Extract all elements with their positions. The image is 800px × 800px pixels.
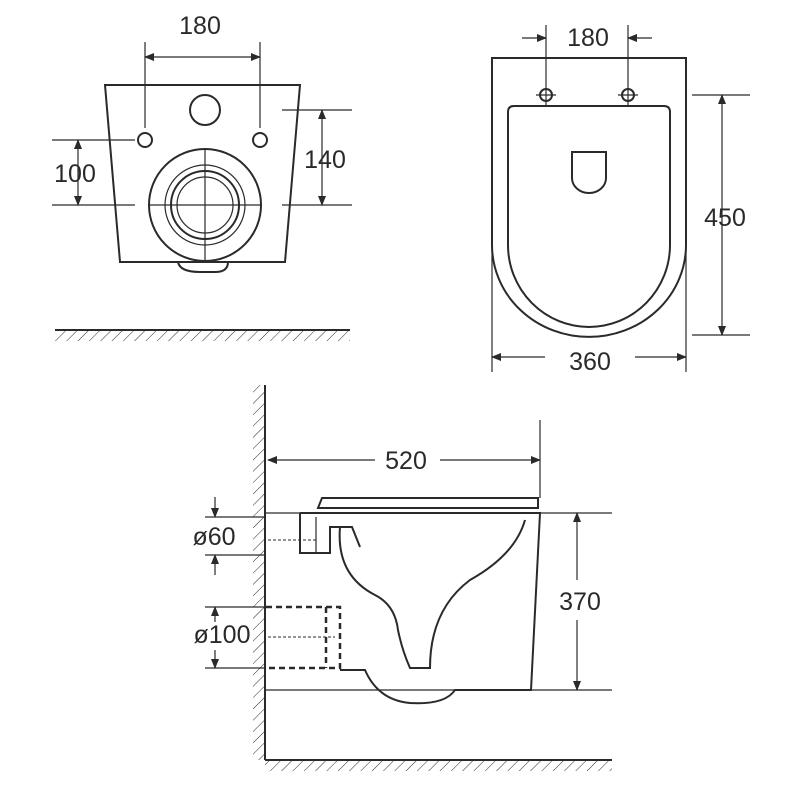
front-view: 180 100 140 — [52, 12, 352, 341]
dim-label-140: 140 — [304, 146, 346, 174]
mounting-hole-left-top — [536, 85, 556, 105]
top-view: 180 450 360 — [491, 24, 750, 376]
flush-slot — [571, 151, 607, 194]
top-body-outline — [491, 57, 687, 338]
mounting-hole-right-top — [618, 85, 638, 105]
dim-label-o60: ø60 — [192, 523, 235, 551]
dim-label-520: 520 — [385, 447, 427, 475]
front-floor-hatch — [55, 331, 350, 341]
seat-lid — [316, 497, 539, 509]
dim-label-450: 450 — [704, 204, 746, 232]
flush-inlet — [299, 513, 361, 554]
seat-outline — [507, 105, 671, 328]
bowl-trap — [338, 519, 526, 669]
mounting-hole-left — [137, 132, 153, 148]
outlet-rings — [148, 148, 262, 262]
side-view: 520 370 ø60 ø100 — [192, 385, 612, 771]
side-floor-hatch — [265, 761, 612, 771]
flush-inlet-hole — [189, 94, 221, 126]
outlet-pipe-dashed — [266, 605, 342, 670]
dim-label-180-front: 180 — [179, 12, 221, 40]
front-body-outline — [103, 84, 302, 263]
dim-label-180-top: 180 — [567, 24, 609, 52]
dim-label-o100: ø100 — [194, 621, 251, 649]
wall-hatch — [253, 385, 264, 760]
dim-label-360: 360 — [569, 348, 611, 376]
front-outlet-bottom — [177, 261, 229, 273]
dim-label-100: 100 — [54, 160, 96, 188]
mounting-hole-right — [252, 132, 268, 148]
dim-label-370: 370 — [559, 588, 601, 616]
